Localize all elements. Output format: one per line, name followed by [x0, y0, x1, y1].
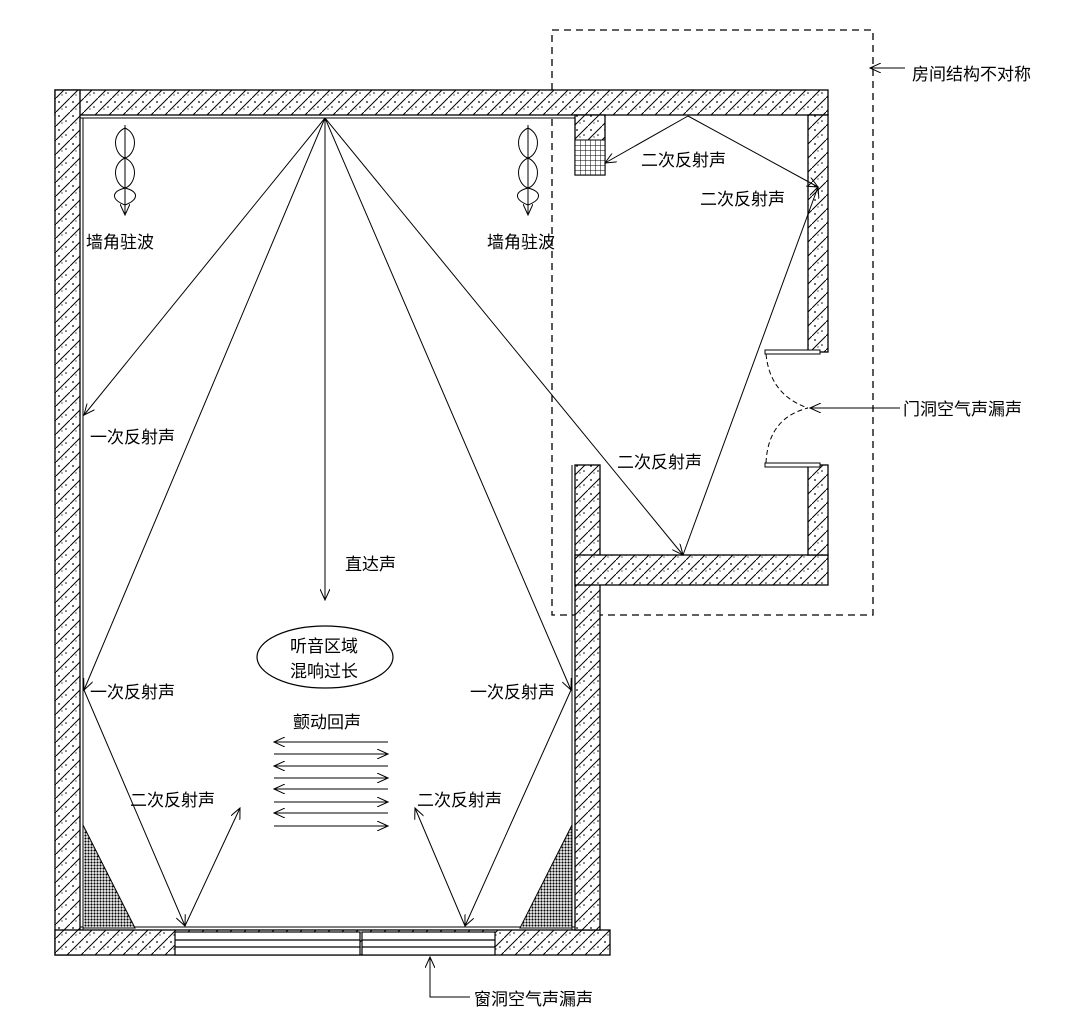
absorber-panel [574, 139, 606, 176]
door-leak-label: 门洞空气声漏声 [903, 400, 1022, 420]
listening-zone-line1: 听音区域 [290, 637, 358, 657]
direct-sound-label: 直达声 [345, 555, 396, 575]
bass-trap-left [82, 824, 136, 929]
secondary-reflection-label: 二次反射声 [130, 791, 215, 811]
asymmetry-boundary [551, 29, 874, 616]
flutter-echo-arrows [274, 742, 388, 826]
primary-reflection-label: 一次反射声 [470, 683, 555, 703]
door-opening [764, 349, 821, 468]
standing-wave-icon [114, 125, 539, 215]
window-leak-label: 窗洞空气声漏声 [474, 990, 593, 1010]
walls [54, 89, 829, 956]
secondary-reflection-label: 二次反射声 [641, 151, 726, 171]
asymmetry-label: 房间结构不对称 [912, 65, 1031, 85]
listening-zone-line2: 混响过长 [290, 662, 358, 682]
standing-wave-label-right: 墙角驻波 [487, 233, 555, 253]
secondary-reflection-label: 二次反射声 [417, 791, 502, 811]
bass-trap-right [519, 824, 573, 929]
flutter-echo-label: 颤动回声 [293, 713, 361, 733]
secondary-reflection-label: 二次反射声 [700, 190, 785, 210]
sound-rays [84, 115, 818, 926]
primary-reflection-label: 一次反射声 [90, 683, 175, 703]
windows [174, 931, 496, 956]
listening-zone-ellipse [256, 625, 394, 689]
secondary-reflection-label: 二次反射声 [617, 453, 702, 473]
leader-lines [430, 68, 905, 998]
standing-wave-label-left: 墙角驻波 [86, 233, 154, 253]
primary-reflection-label: 一次反射声 [90, 428, 175, 448]
